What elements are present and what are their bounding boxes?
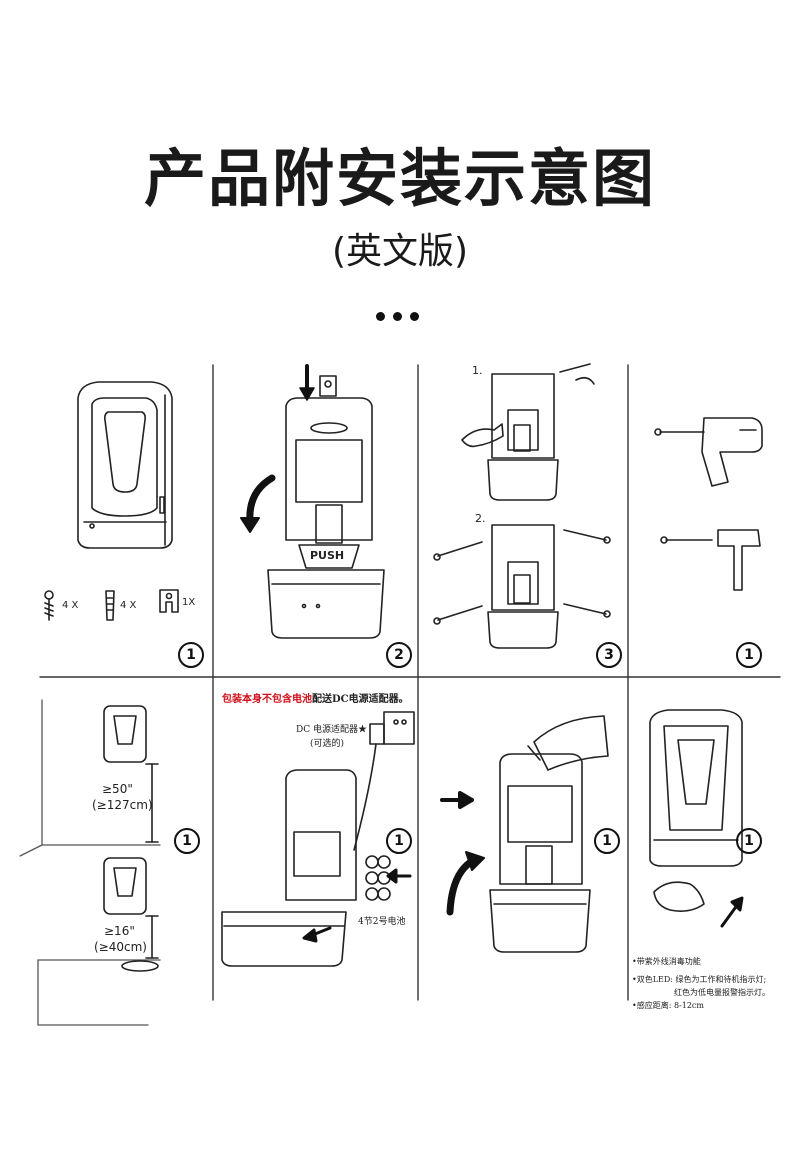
page-subtitle: (英文版) bbox=[331, 231, 469, 272]
mounting-screws-icon bbox=[433, 529, 611, 625]
adapter-note: (可选的) bbox=[310, 739, 345, 749]
hands-icon bbox=[653, 881, 705, 912]
dispenser-upper-icon bbox=[103, 705, 147, 763]
key-quantity: 1X bbox=[182, 597, 196, 608]
grid-dividers bbox=[39, 364, 781, 1001]
adapter-label: DC 电源适配器★ bbox=[296, 725, 367, 735]
power-notice-red: 包装本身不包含电池 bbox=[222, 694, 312, 705]
step-badge-7: 1 bbox=[594, 828, 620, 854]
step-badge-4: 1 bbox=[736, 642, 762, 668]
feature-uv: •带紫外线消毒功能 bbox=[632, 957, 701, 966]
dispenser-refill-icon bbox=[489, 753, 591, 953]
back-plate-top-icon bbox=[487, 373, 559, 501]
ellipsis-dots bbox=[372, 306, 423, 325]
lower-height-inches: ≥16" bbox=[104, 924, 135, 938]
step-badge-5: 1 bbox=[174, 828, 200, 854]
arrow-drawer-icon bbox=[302, 926, 332, 943]
power-notice-black: 配送DC电源适配器。 bbox=[312, 694, 409, 705]
mount-step-b: 2. bbox=[475, 512, 486, 525]
arrow-up-curved-icon bbox=[446, 851, 485, 916]
refill-bottle-icon bbox=[527, 715, 609, 771]
wall-socket-icon bbox=[353, 711, 415, 851]
upper-height-cm: (≥127cm) bbox=[92, 798, 153, 812]
step-badge-3: 3 bbox=[596, 642, 622, 668]
screw-quantity: 4 X bbox=[62, 600, 79, 611]
arrow-diagonal-icon bbox=[720, 896, 744, 928]
upper-height-inches: ≥50" bbox=[102, 782, 133, 796]
wall-outline bbox=[19, 699, 161, 1026]
pen-icon bbox=[559, 363, 595, 385]
batteries-icon bbox=[365, 855, 391, 901]
arrow-right-icon bbox=[440, 791, 474, 809]
back-plate-bottom-icon bbox=[487, 524, 559, 649]
push-label: PUSH bbox=[310, 549, 345, 562]
step-badge-8: 1 bbox=[736, 828, 762, 854]
feature-led-1: •双色LED: 绿色为工作和待机指示灯; bbox=[632, 975, 767, 984]
dispenser-lower-icon bbox=[103, 857, 147, 915]
down-arrow-icon bbox=[299, 364, 315, 401]
step-badge-2: 2 bbox=[386, 642, 412, 668]
key-icon bbox=[159, 589, 179, 613]
dispenser-battery-icon bbox=[221, 769, 357, 967]
mount-step-a: 1. bbox=[472, 364, 483, 377]
step-badge-1: 1 bbox=[178, 642, 204, 668]
hand-icon bbox=[461, 423, 504, 448]
battery-label: 4节2号电池 bbox=[358, 917, 406, 927]
dispenser-usage-icon bbox=[649, 709, 743, 867]
curved-arrow-icon bbox=[240, 474, 276, 533]
screw-icon bbox=[44, 590, 54, 621]
drill-icon bbox=[654, 417, 763, 487]
hammer-icon bbox=[660, 529, 761, 591]
wall-anchor-icon bbox=[105, 590, 115, 621]
arrow-left-icon bbox=[386, 868, 412, 884]
lower-height-cm: (≥40cm) bbox=[94, 940, 147, 954]
feature-led-2: 红色为低电量报警指示灯。 bbox=[674, 988, 770, 997]
feature-distance: •感应距离: 8-12cm bbox=[632, 1001, 704, 1010]
height-measure-lines bbox=[145, 763, 159, 959]
step-badge-6: 1 bbox=[386, 828, 412, 854]
sink-icon bbox=[121, 960, 159, 972]
dispenser-open-icon bbox=[267, 375, 385, 639]
dispenser-front-icon bbox=[77, 381, 173, 549]
page-title: 产品附安装示意图 bbox=[143, 142, 656, 215]
power-notice: 包装本身不包含电池配送DC电源适配器。 bbox=[222, 690, 409, 705]
anchor-quantity: 4 X bbox=[120, 600, 137, 611]
